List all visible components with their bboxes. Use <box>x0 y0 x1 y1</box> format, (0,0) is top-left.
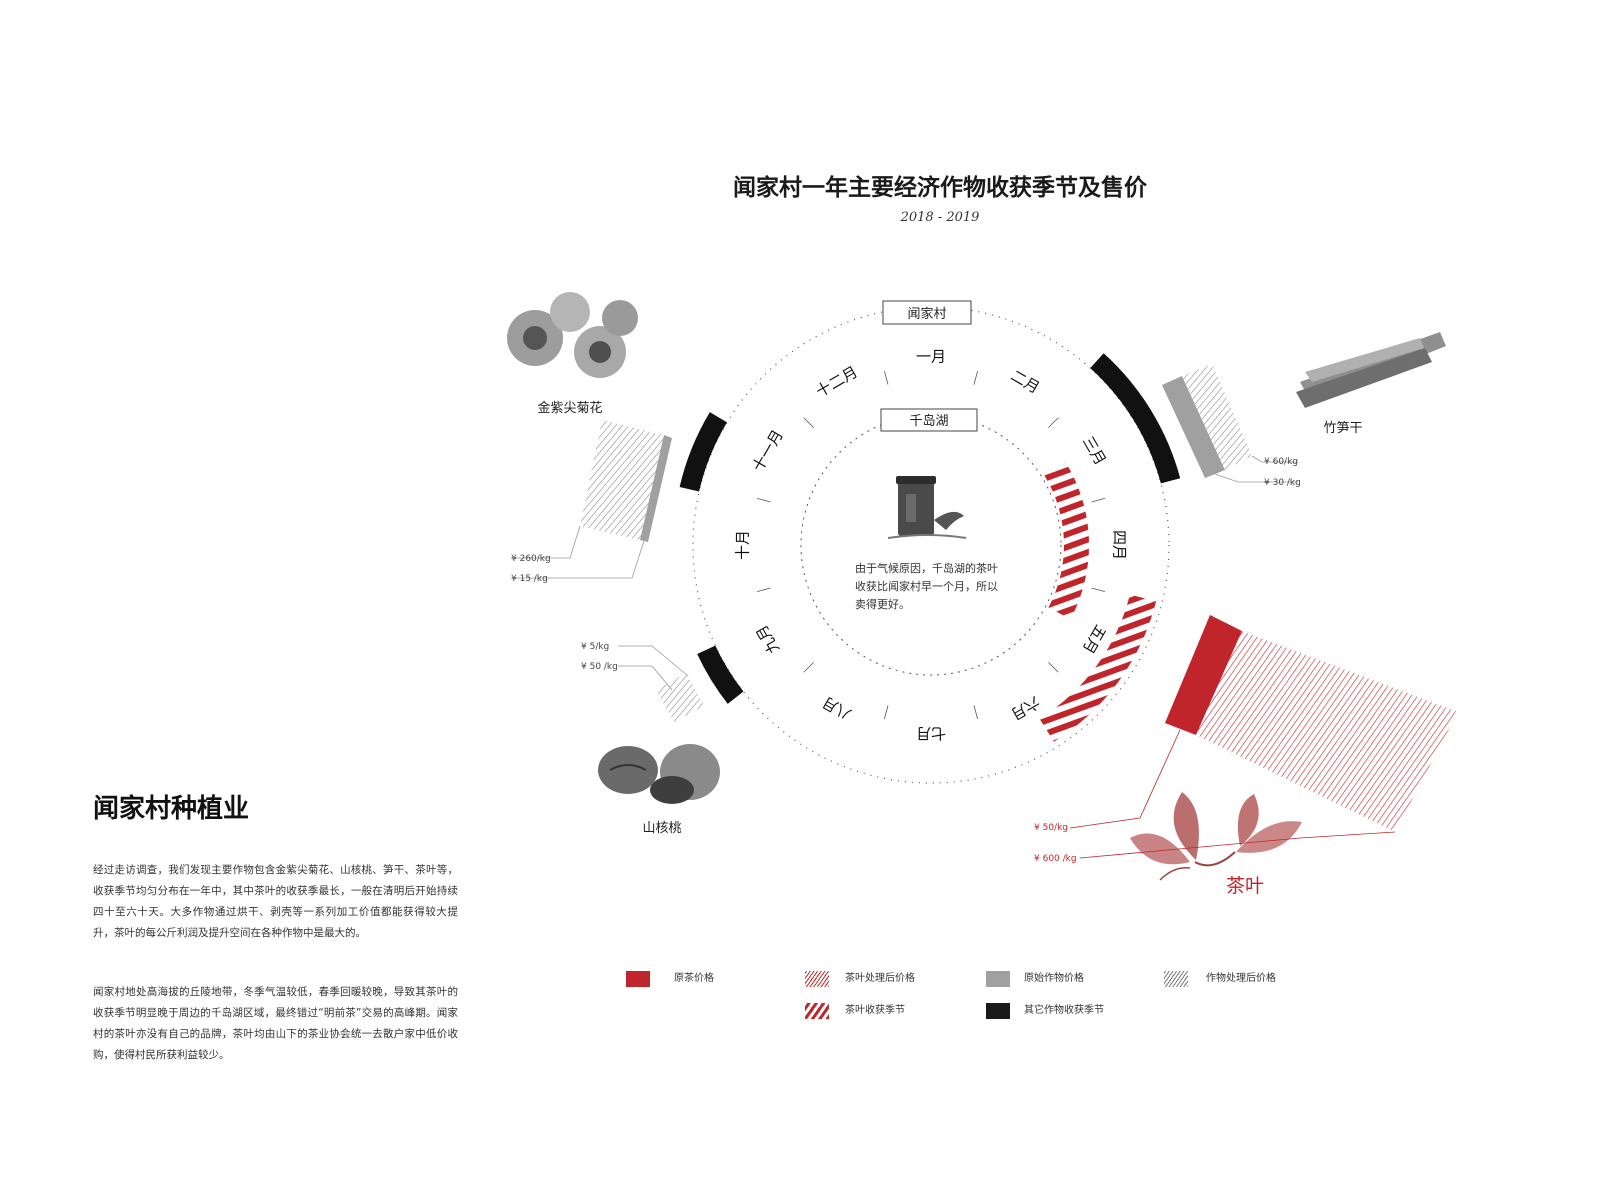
tea-can-icon <box>887 476 967 539</box>
page-title: 闻家村一年主要经济作物收获季节及售价 <box>733 174 1147 201</box>
month-divider-tick <box>757 498 771 503</box>
season-arc-chrysanthemum <box>679 412 727 492</box>
leader-walnut-processed <box>618 645 689 677</box>
leader-walnut-raw <box>618 665 673 691</box>
legend-label: 原茶价格 <box>674 973 714 984</box>
month-label: 十一月 <box>749 427 787 475</box>
price-tea-processed: ¥ 600 /kg <box>1034 854 1077 864</box>
walnut-illustration <box>598 744 720 804</box>
tea-leaf-illustration <box>1130 792 1302 881</box>
price-chrysanthemum-raw: ¥ 15 /kg <box>511 574 548 584</box>
legend-label: 其它作物收获季节 <box>1024 1005 1104 1016</box>
month-label: 五月 <box>1079 622 1110 657</box>
month-divider-tick <box>884 705 889 719</box>
month-label: 二月 <box>1008 366 1043 397</box>
month-label: 七月 <box>916 725 946 743</box>
month-divider-tick <box>803 662 814 673</box>
leader-tea-raw <box>1069 729 1181 829</box>
legend-label: 茶叶处理后价格 <box>845 973 915 984</box>
leader-tea-processed <box>1079 831 1396 859</box>
month-divider-tick <box>884 371 889 385</box>
section-heading: 闻家村种植业 <box>93 794 250 824</box>
price-walnut-processed: ¥ 5/kg <box>581 642 609 652</box>
crop-name-chrysanthemum: 金紫尖菊花 <box>537 400 602 416</box>
page-subtitle: 2018 - 2019 <box>900 210 980 225</box>
price-walnut-raw: ¥ 50 /kg <box>581 662 618 672</box>
month-divider-tick <box>1048 417 1059 428</box>
month-divider-tick <box>1091 498 1105 503</box>
legend-swatch-red-solid <box>626 971 650 987</box>
crop-name-walnut: 山核桃 <box>642 821 681 836</box>
outer-dotted-ring <box>692 306 1170 784</box>
center-note: 由于气候原因，千岛湖的茶叶收获比闻家村早一个月，所以卖得更好。 <box>855 561 998 611</box>
month-divider-tick <box>973 705 978 719</box>
inner-dashed-ring <box>800 414 1062 676</box>
price-bamboo-raw: ¥ 30 /kg <box>1264 478 1301 488</box>
month-divider-tick <box>973 371 978 385</box>
walnut-price-bar <box>656 673 704 722</box>
month-divider-tick <box>757 587 771 592</box>
inner-ring-label: 千岛湖 <box>909 413 948 429</box>
month-divider-tick <box>1091 587 1105 592</box>
month-label: 八月 <box>819 693 854 724</box>
center-note-line: 卖得更好。 <box>855 597 910 611</box>
crop-name-tea: 茶叶 <box>1226 875 1264 897</box>
legend-swatch-black-solid <box>986 1003 1010 1019</box>
bamboo-shoot-price-bar <box>1162 364 1252 478</box>
season-arc-bamboo-shoot <box>1090 353 1181 484</box>
legend-swatch-red-bold-hatch <box>805 1003 829 1019</box>
month-label: 六月 <box>1008 693 1043 724</box>
season-arc-tea-qiandaohu <box>1043 461 1089 620</box>
leader-bamboo-processed <box>1251 455 1298 463</box>
outer-ring-label-box: 闻家村 <box>882 300 972 325</box>
bamboo-shoot-illustration <box>1296 332 1446 408</box>
month-label: 十月 <box>734 530 752 560</box>
month-divider-ticks <box>757 371 1105 719</box>
legend-swatch-grey-hatch <box>1164 971 1188 987</box>
month-label: 四月 <box>1111 530 1129 560</box>
chrysanthemum-illustration <box>507 292 638 378</box>
leader-chrysanthemum-processed <box>515 525 581 559</box>
section-paragraph-2: 闻家村地处高海拔的丘陵地带，冬季气温较低，春季回暖较晚，导致其茶叶的收获季节明显… <box>93 986 458 1061</box>
price-tea-raw: ¥ 50/kg <box>1034 823 1068 833</box>
season-arc-tea-wenjia <box>1039 594 1157 742</box>
chrysanthemum-price-bar <box>580 420 672 542</box>
section-paragraph-1: 经过走访调查，我们发现主要作物包含金紫尖菊花、山核桃、笋干、茶叶等，收获季节均匀… <box>93 864 458 939</box>
legend-swatch-red-fine-hatch <box>805 971 829 987</box>
season-arc-walnut <box>697 645 744 704</box>
legend-label: 原始作物价格 <box>1024 973 1084 984</box>
crop-name-bamboo-shoot: 竹笋干 <box>1323 420 1362 436</box>
price-bamboo-processed: ¥ 60/kg <box>1264 457 1298 467</box>
legend-swatch-grey-solid <box>986 971 1010 987</box>
month-divider-tick <box>803 417 814 428</box>
tea-price-bar <box>1165 615 1458 832</box>
center-note-line: 由于气候原因，千岛湖的茶叶 <box>855 561 998 575</box>
center-note-line: 收获比闻家村早一个月，所以 <box>855 579 998 593</box>
legend-label: 茶叶收获季节 <box>845 1005 905 1016</box>
price-chrysanthemum-processed: ¥ 260/kg <box>511 554 551 564</box>
month-label: 九月 <box>752 622 783 657</box>
month-divider-tick <box>1048 662 1059 673</box>
legend-label: 作物处理后价格 <box>1206 973 1276 984</box>
leader-chrysanthemum-raw <box>515 540 645 579</box>
month-label: 三月 <box>1079 433 1110 468</box>
outer-ring-label: 闻家村 <box>907 306 946 322</box>
month-label: 一月 <box>916 348 946 366</box>
leader-bamboo-raw <box>1214 473 1298 483</box>
month-label: 十二月 <box>813 363 861 401</box>
inner-ring-label-box: 千岛湖 <box>880 408 978 432</box>
